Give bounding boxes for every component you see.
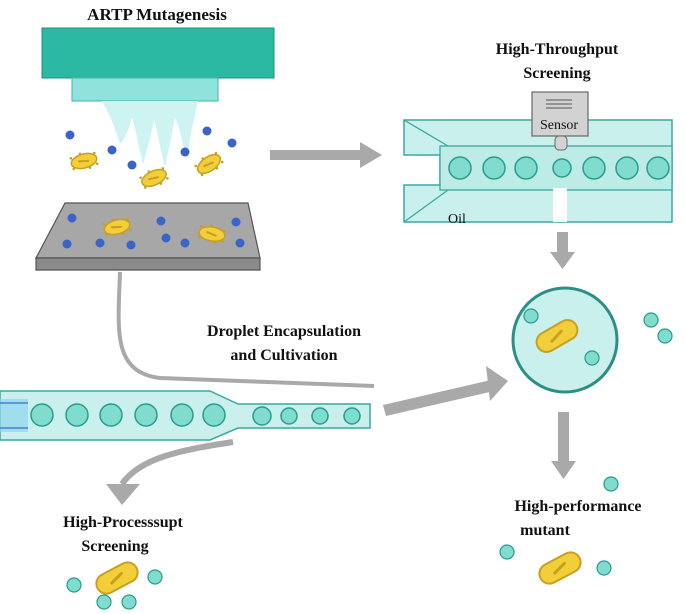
hpm-title-line1: High-performance bbox=[514, 498, 641, 515]
arrow-icon bbox=[383, 366, 508, 416]
arrow-icon bbox=[551, 412, 576, 479]
petri-plate-icon bbox=[35, 202, 261, 271]
sensor-icon bbox=[531, 91, 589, 151]
oil-label: Oil bbox=[448, 212, 466, 227]
microbe-cell-icon bbox=[67, 147, 227, 194]
arrow-icon bbox=[106, 439, 234, 505]
hts-title-line2: Screening bbox=[523, 65, 590, 82]
droplet-title-line2: and Cultivation bbox=[230, 347, 337, 364]
droplet-icon bbox=[511, 286, 619, 394]
arrow-icon bbox=[270, 142, 382, 168]
microbe-cell-icon bbox=[499, 476, 619, 589]
droplet-icon bbox=[448, 156, 670, 180]
plasma-nozzle-icon bbox=[41, 27, 275, 168]
hts-channel bbox=[403, 119, 673, 223]
hps-title-line2: Screening bbox=[81, 538, 148, 555]
artp-title: ARTP Mutagenesis bbox=[87, 5, 227, 24]
hts-title-line1: High-Throughput bbox=[496, 41, 619, 58]
microbe-cell-icon bbox=[66, 557, 163, 610]
hps-title-line1: High-Processsupt bbox=[63, 514, 183, 531]
droplet-icon bbox=[30, 403, 361, 427]
mutagen-particles bbox=[65, 126, 237, 170]
arrow-icon bbox=[550, 232, 575, 269]
droplet-title-line1: Droplet Encapsulation bbox=[207, 323, 361, 340]
hpm-title-line2: mutant bbox=[520, 522, 570, 539]
sensor-label: Sensor bbox=[540, 118, 578, 133]
